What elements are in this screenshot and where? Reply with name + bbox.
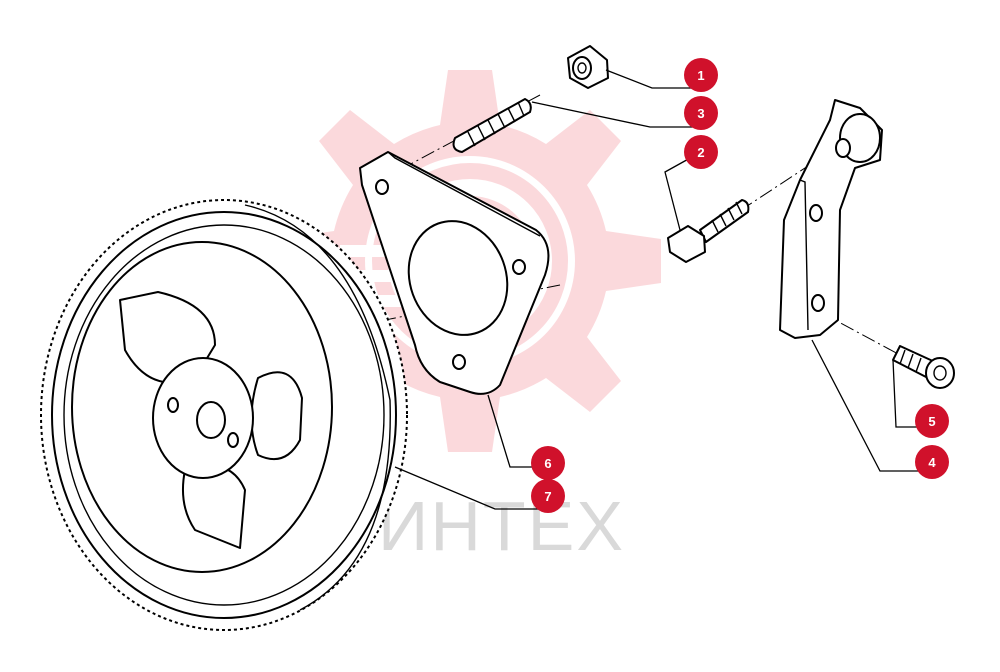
svg-text:3: 3	[697, 106, 704, 121]
callout-3[interactable]: 3	[684, 96, 718, 130]
callout-7[interactable]: 7	[531, 479, 565, 513]
callouts: 1 3 2 6 7 5 4	[531, 58, 949, 513]
gasket-plate	[359, 151, 550, 395]
svg-text:6: 6	[544, 456, 551, 471]
svg-text:4: 4	[928, 455, 936, 470]
flange-nut	[567, 45, 609, 89]
stud	[452, 98, 532, 153]
bracket	[779, 99, 883, 339]
callout-6[interactable]: 6	[531, 446, 565, 480]
callout-5[interactable]: 5	[915, 404, 949, 438]
watermark-text: ИНТЕХ	[378, 487, 625, 565]
flange-bolt	[667, 199, 750, 263]
svg-text:7: 7	[544, 489, 551, 504]
gear-window-right	[250, 371, 303, 460]
callout-1[interactable]: 1	[684, 58, 718, 92]
svg-text:5: 5	[928, 414, 935, 429]
socket-screw	[892, 345, 955, 389]
svg-text:1: 1	[697, 68, 704, 83]
callout-4[interactable]: 4	[915, 445, 949, 479]
svg-text:2: 2	[697, 145, 704, 160]
leader-lines	[394, 69, 932, 510]
gear	[40, 199, 408, 631]
callout-2[interactable]: 2	[684, 135, 718, 169]
